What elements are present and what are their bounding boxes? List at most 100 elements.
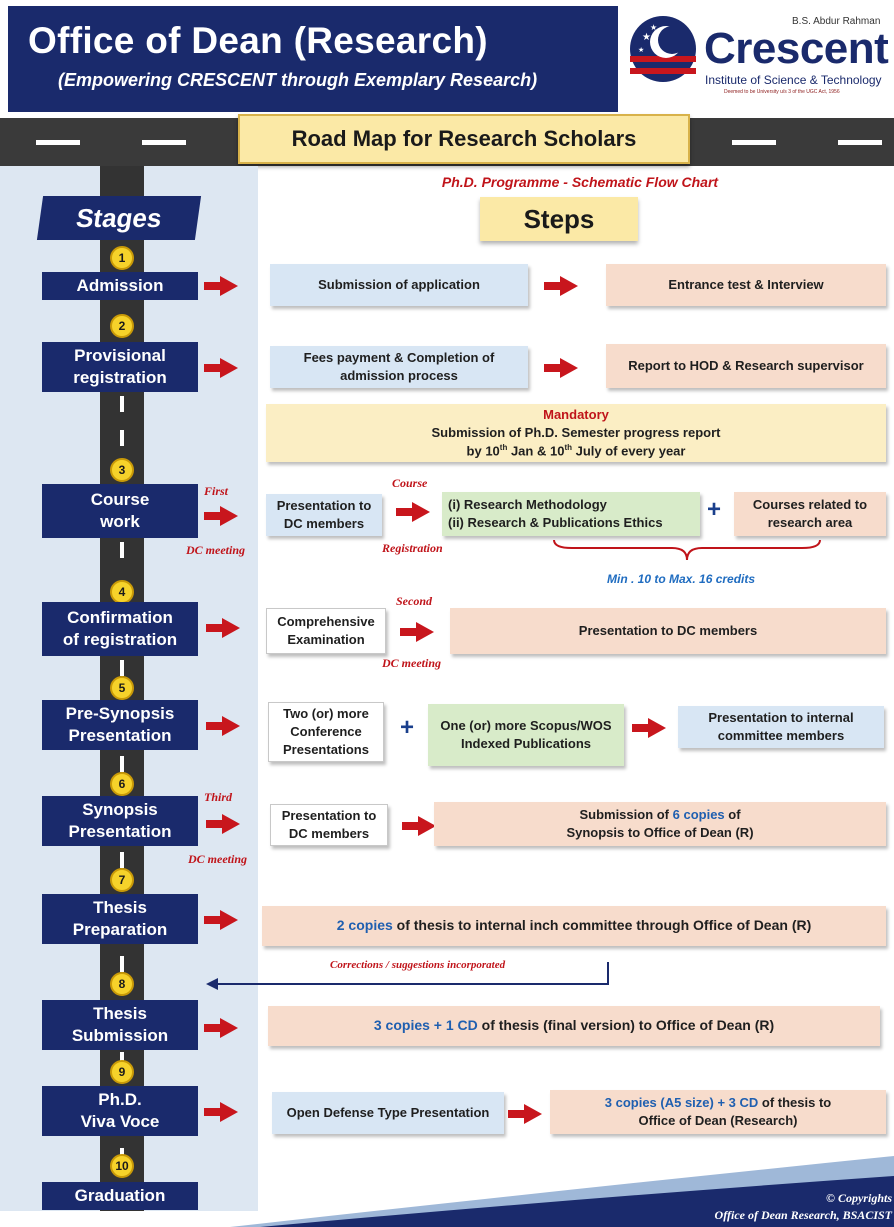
road-dash xyxy=(120,956,124,972)
arrow-right-icon xyxy=(204,358,238,378)
note-first: First xyxy=(204,484,229,498)
stage-label: of registration xyxy=(62,630,178,649)
stage-number: 6 xyxy=(110,772,134,796)
page-subtitle: (Empowering CRESCENT through Exemplary R… xyxy=(58,70,538,90)
stage-graduation: Graduation xyxy=(42,1182,198,1210)
copyright: © Copyrights Office of Dean Research, BS… xyxy=(715,1190,894,1224)
text: of xyxy=(724,806,741,822)
stage-label: Submission xyxy=(71,1026,169,1045)
step-synopsis-presentation: Presentation to DC members xyxy=(270,804,388,846)
arrow-right-icon xyxy=(544,358,578,378)
note-dc-meeting: DC meeting xyxy=(188,852,247,866)
text: 2 copies xyxy=(336,917,393,934)
text: 3 copies (A5 size) + 3 CD xyxy=(604,1094,759,1110)
stage-label: Viva Voce xyxy=(80,1112,160,1131)
header: Office of Dean (Research) (Empowering CR… xyxy=(0,0,894,118)
step-synopsis-copies: Submission of 6 copies of Synopsis to Of… xyxy=(434,802,886,846)
text: 3 copies + 1 CD xyxy=(373,1017,478,1034)
text: Jan & 10 xyxy=(507,443,565,459)
stage-label: Graduation xyxy=(74,1185,166,1205)
arrow-right-icon xyxy=(204,1018,238,1038)
road-dash xyxy=(732,140,776,145)
stage-label: Synopsis xyxy=(82,799,158,819)
footer-wave xyxy=(230,1156,894,1227)
stage-number: 3 xyxy=(110,458,134,482)
plus-icon: + xyxy=(707,496,722,523)
steps-heading: Steps xyxy=(480,197,638,241)
stage-label: Ph.D. xyxy=(98,1089,142,1109)
text: of thesis to xyxy=(758,1094,832,1110)
road-dash xyxy=(142,140,186,145)
road-dash xyxy=(120,396,124,412)
step-entrance-test: Entrance test & Interview xyxy=(606,264,886,306)
road-dash xyxy=(120,756,124,772)
stage-label: Thesis xyxy=(93,1003,147,1023)
page-title: Office of Dean (Research) xyxy=(28,20,488,61)
corrections-loop-arrow-icon xyxy=(206,962,609,990)
text: Submission of 6 copies of xyxy=(579,806,740,824)
step-course-presentation: Presentation to DC members xyxy=(266,494,382,536)
arrow-right-icon xyxy=(508,1104,542,1124)
course-item: (i) Research Methodology xyxy=(448,496,607,512)
arrow-right-icon xyxy=(204,1102,238,1122)
svg-text:★: ★ xyxy=(642,32,651,43)
stage-label: Presentation xyxy=(68,822,172,841)
credits-note: Min . 10 to Max. 16 credits xyxy=(607,572,756,586)
stage-label: Thesis xyxy=(93,897,147,917)
svg-text:★: ★ xyxy=(650,23,657,32)
roadmap-banner: Road Map for Research Scholars xyxy=(238,114,690,164)
stage-viva-voce: Ph.D. Viva Voce xyxy=(42,1086,198,1136)
step-comprehensive-exam: Comprehensive Examination xyxy=(266,608,386,654)
arrow-right-icon xyxy=(206,716,240,736)
step-viva-copies: 3 copies (A5 size) + 3 CD of thesis to O… xyxy=(550,1090,886,1134)
note-course: Course xyxy=(392,476,428,490)
crescent-logo-icon: ★ ★ ★ xyxy=(630,16,696,82)
mandatory-note: Mandatory Submission of Ph.D. Semester p… xyxy=(266,404,886,462)
text: Submission of xyxy=(579,806,673,822)
chart-title: Ph.D. Programme - Schematic Flow Chart xyxy=(441,174,719,190)
stage-label: Provisional xyxy=(74,345,166,365)
road-dash xyxy=(120,542,124,558)
text: of thesis to internal inch committee thr… xyxy=(392,917,812,934)
course-item: (ii) Research & Publications Ethics xyxy=(448,515,663,530)
logo-deemed: Deemed to be University u/s 3 of the UGC… xyxy=(724,89,840,95)
arrow-right-icon xyxy=(206,618,240,638)
arrow-right-icon xyxy=(544,276,578,296)
stage-number: 10 xyxy=(110,1154,134,1178)
step-scopus-publications: One (or) more Scopus/WOS Indexed Publica… xyxy=(428,704,624,766)
stage-number: 2 xyxy=(110,314,134,338)
stage-number: 4 xyxy=(110,580,134,604)
text: Office of Dean (Research) xyxy=(638,1113,798,1128)
roadmap-banner-title: Road Map for Research Scholars xyxy=(291,126,637,151)
step-conference-presentations: Two (or) more Conference Presentations xyxy=(268,702,384,762)
note-dc-meeting: DC meeting xyxy=(186,543,245,557)
arrow-right-icon xyxy=(206,814,240,834)
text: 3 copies (A5 size) + 3 CD of thesis to xyxy=(605,1094,831,1112)
stage-label: work xyxy=(100,512,140,531)
stage-label: Admission xyxy=(76,275,164,295)
plus-icon: + xyxy=(400,714,415,741)
logo-name: Crescent xyxy=(704,24,889,73)
mandatory-line2: by 10th Jan & 10th July of every year xyxy=(467,442,686,461)
stages-heading: Stages xyxy=(36,196,202,240)
text: of thesis (final version) to Office of D… xyxy=(477,1017,775,1034)
note-third: Third xyxy=(204,790,233,804)
arrow-right-icon xyxy=(204,506,238,526)
stage-label: Presentation xyxy=(68,726,172,745)
stage-number: 9 xyxy=(110,1060,134,1084)
stage-label: Confirmation xyxy=(67,607,173,627)
text: July of every year xyxy=(572,443,686,459)
step-fees-payment: Fees payment & Completion of admission p… xyxy=(270,346,528,388)
arrow-right-icon xyxy=(402,816,436,836)
text: by 10 xyxy=(466,443,500,459)
copyright-office: Office of Dean Research, BSACIST xyxy=(714,1207,892,1222)
step-final-thesis: 3 copies + 1 CD of thesis (final version… xyxy=(268,1006,880,1046)
logo-institute: Institute of Science & Technology xyxy=(705,73,882,87)
arrow-right-icon xyxy=(204,276,238,296)
header-banner xyxy=(8,6,618,112)
mandatory-line1: Submission of Ph.D. Semester progress re… xyxy=(431,424,721,440)
